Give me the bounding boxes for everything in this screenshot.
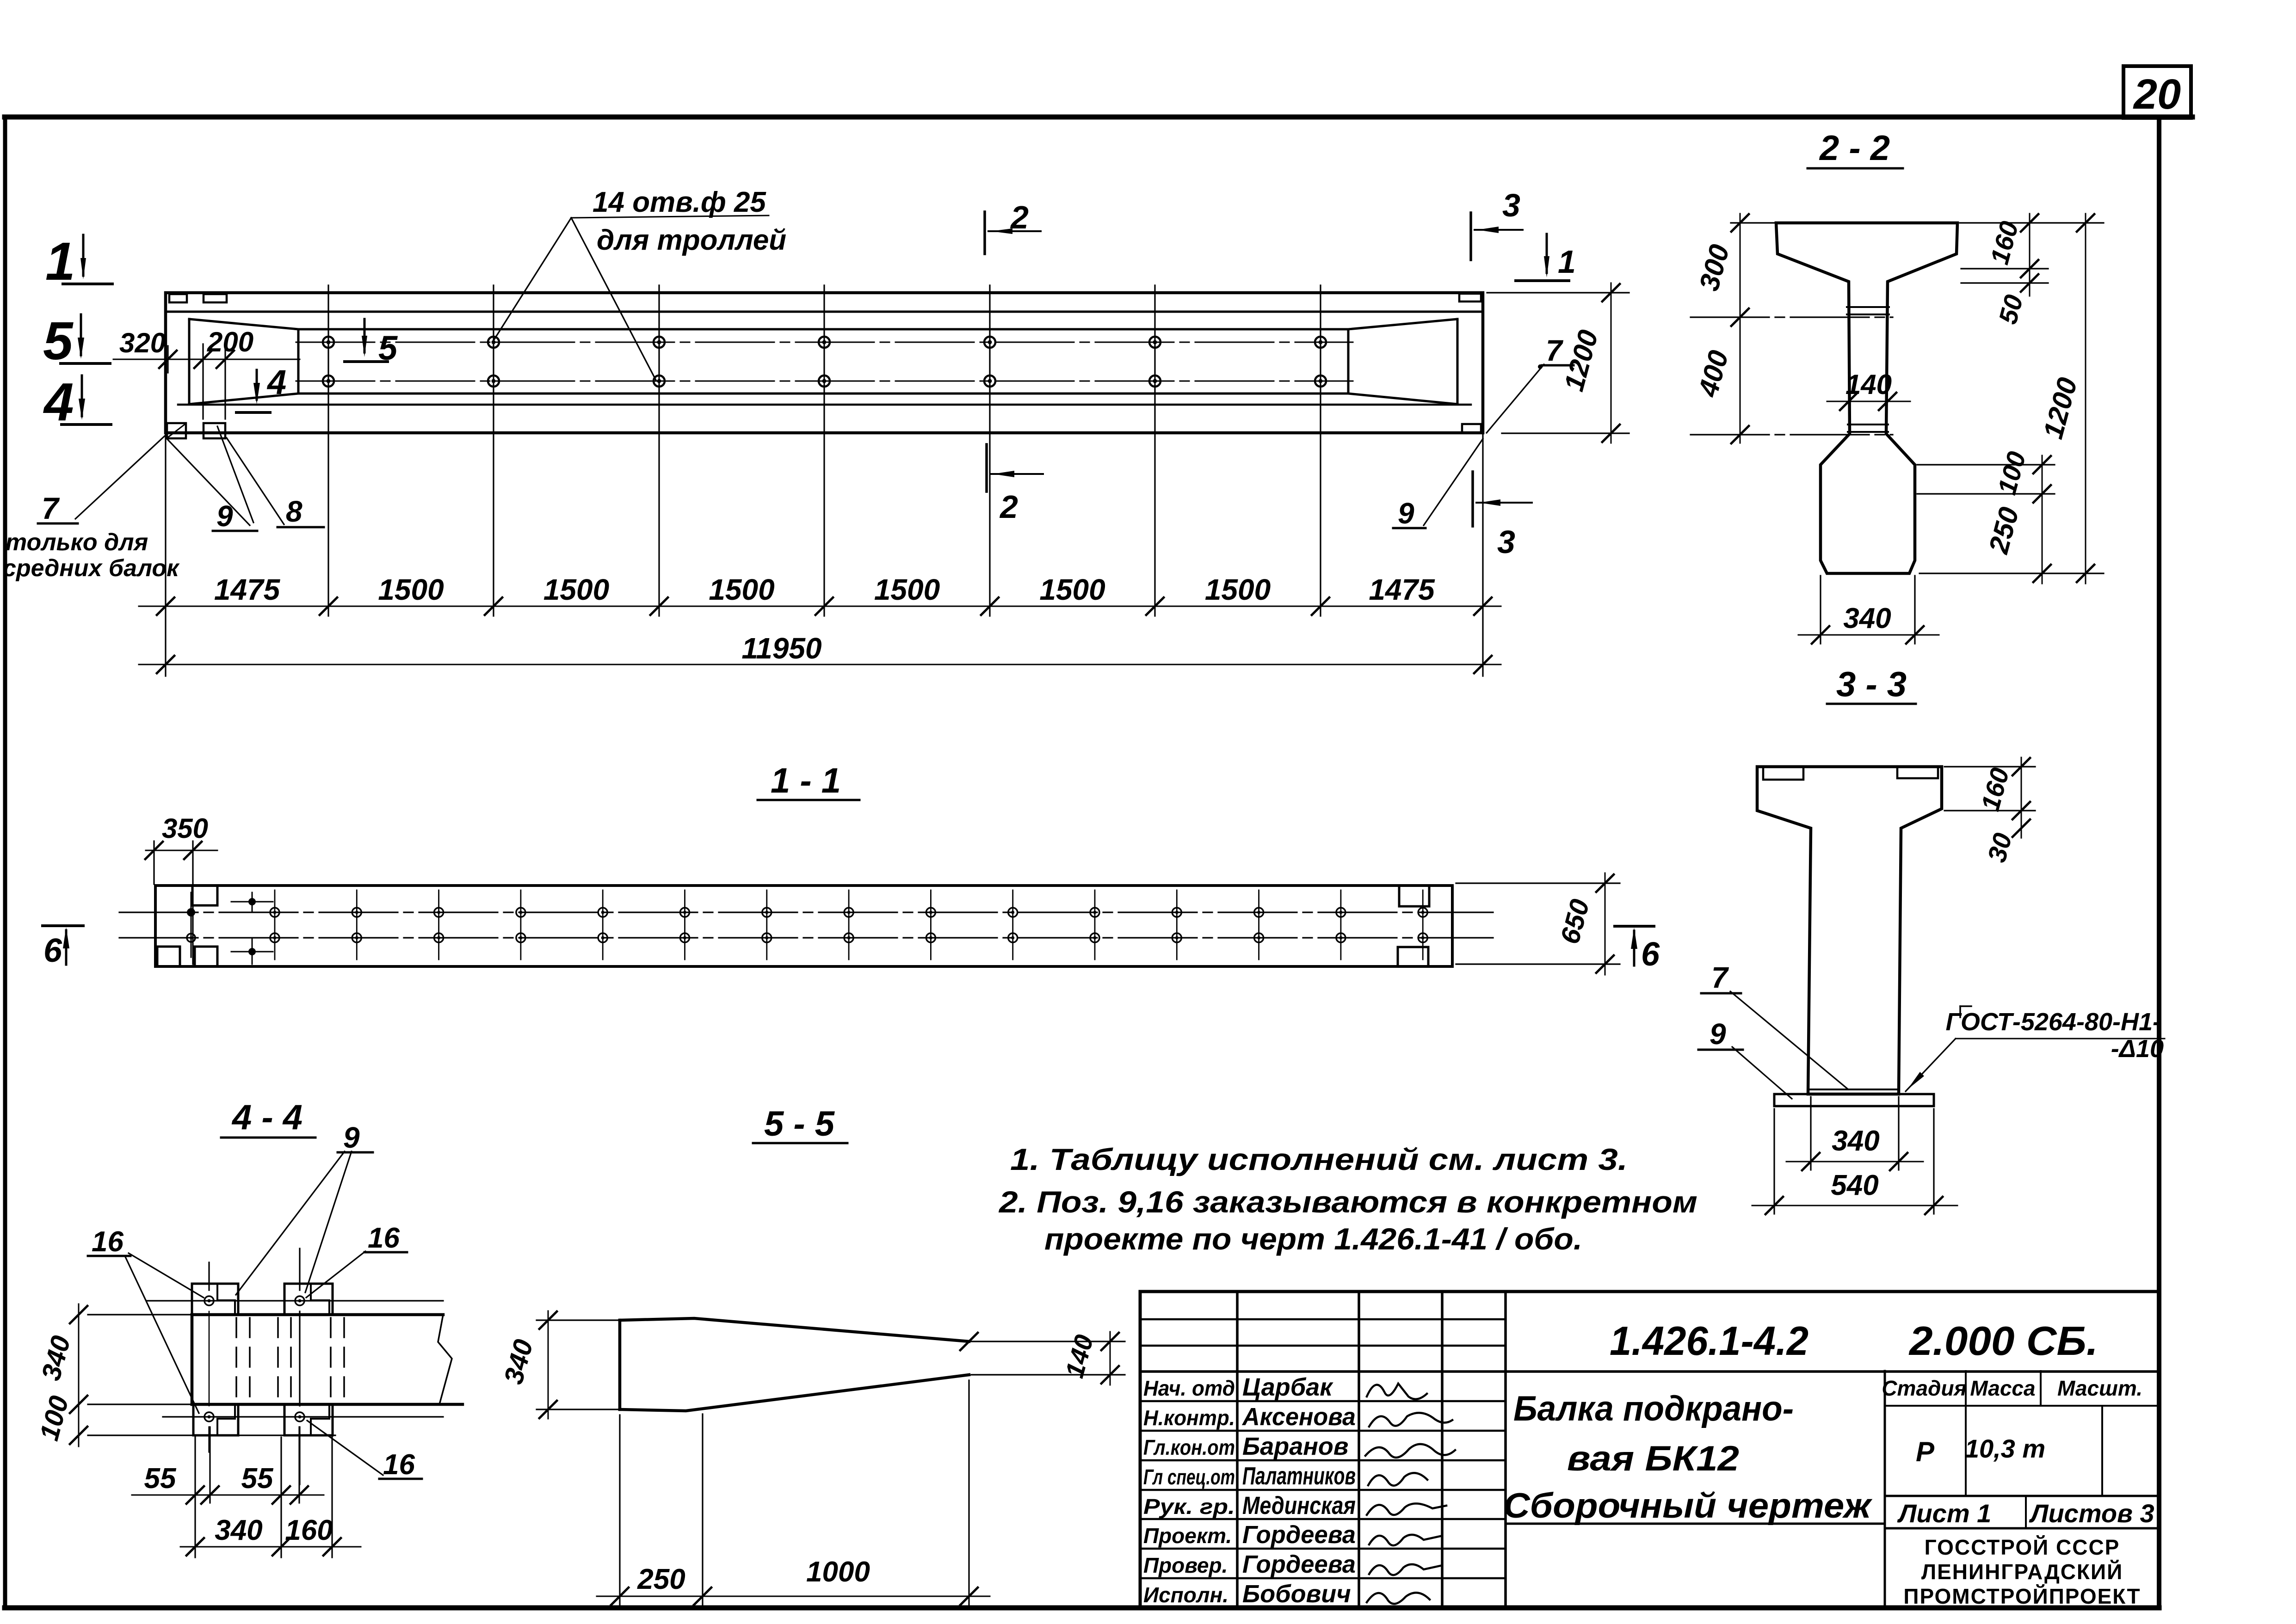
svg-text:Проект.: Проект. [1143, 1524, 1232, 1548]
svg-text:проекте по черт 1.426.1-41 / о: проекте по черт 1.426.1-41 / обо. [1044, 1222, 1582, 1256]
svg-text:Сборочный чертеж: Сборочный чертеж [1503, 1486, 1873, 1526]
svg-text:16: 16 [383, 1449, 415, 1481]
svg-text:4: 4 [43, 372, 74, 432]
svg-text:160: 160 [285, 1514, 333, 1546]
svg-text:1000: 1000 [806, 1556, 870, 1588]
svg-text:2: 2 [999, 489, 1018, 525]
svg-text:Рук. гр.: Рук. гр. [1143, 1495, 1235, 1519]
svg-text:340: 340 [1832, 1125, 1879, 1157]
svg-text:250: 250 [637, 1563, 685, 1595]
svg-text:16: 16 [92, 1226, 123, 1258]
svg-text:320: 320 [119, 327, 166, 358]
svg-text:340: 340 [215, 1514, 262, 1546]
svg-text:4: 4 [266, 363, 286, 401]
svg-text:7: 7 [1711, 961, 1729, 994]
svg-text:350: 350 [162, 813, 208, 844]
svg-text:Исполн.: Исполн. [1143, 1583, 1228, 1607]
svg-text:5: 5 [378, 329, 398, 367]
svg-text:200: 200 [207, 326, 253, 357]
svg-text:140: 140 [1845, 369, 1892, 400]
svg-text:Стадия: Стадия [1882, 1376, 1966, 1400]
svg-text:Царбак: Царбак [1242, 1373, 1333, 1401]
svg-text:1475: 1475 [1369, 573, 1435, 606]
svg-text:7: 7 [1546, 334, 1564, 367]
svg-text:1500: 1500 [1205, 573, 1271, 606]
svg-text:5 - 5: 5 - 5 [764, 1104, 835, 1144]
svg-text:11950: 11950 [741, 632, 821, 665]
svg-text:4 - 4: 4 - 4 [231, 1098, 302, 1137]
svg-text:Провер.: Провер. [1143, 1553, 1228, 1577]
svg-text:3: 3 [1502, 187, 1520, 223]
svg-text:1475: 1475 [214, 573, 281, 606]
svg-text:340: 340 [1843, 603, 1891, 634]
svg-text:1 - 1: 1 - 1 [771, 761, 841, 800]
svg-text:ПРОМСТРОЙПРОЕКТ: ПРОМСТРОЙПРОЕКТ [1903, 1584, 2141, 1608]
svg-text:Аксенова: Аксенова [1241, 1403, 1356, 1431]
svg-text:9: 9 [1398, 497, 1414, 530]
svg-text:Гордеева: Гордеева [1242, 1550, 1356, 1578]
svg-text:8: 8 [286, 495, 302, 528]
svg-text:ГОСТ-5264-80-Н1-: ГОСТ-5264-80-Н1- [1945, 1008, 2161, 1036]
svg-text:9: 9 [343, 1121, 360, 1154]
svg-text:55: 55 [144, 1463, 177, 1495]
svg-text:55: 55 [241, 1463, 274, 1495]
svg-text:540: 540 [1831, 1169, 1878, 1201]
svg-text:Масшт.: Масшт. [2057, 1376, 2142, 1400]
svg-text:14 отв.ф 25: 14 отв.ф 25 [593, 186, 766, 218]
svg-text:средних балок: средних балок [3, 555, 180, 582]
svg-text:7: 7 [42, 491, 60, 525]
svg-text:Листов 3: Листов 3 [2029, 1499, 2154, 1528]
svg-text:только для: только для [6, 529, 148, 556]
svg-text:Нач. отд: Нач. отд [1143, 1376, 1235, 1400]
svg-text:Н.контр.: Н.контр. [1143, 1406, 1235, 1430]
svg-text:1500: 1500 [1039, 573, 1105, 606]
svg-text:1500: 1500 [378, 573, 444, 606]
svg-text:6: 6 [43, 932, 62, 969]
svg-text:5: 5 [43, 311, 74, 371]
svg-text:9: 9 [1710, 1017, 1726, 1051]
svg-text:Палатников: Палатников [1242, 1462, 1356, 1490]
svg-text:1: 1 [1558, 244, 1576, 280]
svg-text:Мединская: Мединская [1242, 1492, 1356, 1519]
svg-text:Р: Р [1916, 1436, 1935, 1467]
svg-text:вая БК12: вая БК12 [1567, 1439, 1739, 1478]
svg-text:1. Таблицу исполнений см. лис: 1. Таблицу исполнений см. лист 3. [1010, 1142, 1628, 1176]
svg-text:2: 2 [1010, 199, 1029, 235]
svg-text:Гл.кон.от: Гл.кон.от [1143, 1435, 1235, 1459]
svg-text:Лист 1: Лист 1 [1897, 1499, 1991, 1528]
svg-text:Баранов: Баранов [1242, 1433, 1349, 1460]
svg-text:1500: 1500 [709, 573, 774, 606]
svg-text:ЛЕНИНГРАДСКИЙ: ЛЕНИНГРАДСКИЙ [1921, 1560, 2123, 1584]
svg-text:20: 20 [2133, 71, 2181, 118]
svg-text:1.426.1-4.2: 1.426.1-4.2 [1610, 1318, 1808, 1364]
svg-text:Гордеева: Гордеева [1242, 1521, 1356, 1549]
svg-text:Бобович: Бобович [1242, 1580, 1351, 1608]
svg-text:2 - 2: 2 - 2 [1819, 129, 1890, 168]
svg-text:3: 3 [1497, 524, 1515, 560]
svg-text:3 - 3: 3 - 3 [1836, 665, 1907, 704]
svg-text:Балка подкрано-: Балка подкрано- [1513, 1389, 1794, 1428]
svg-text:Масса: Масса [1970, 1376, 2035, 1400]
svg-text:ГОССТРОЙ СССР: ГОССТРОЙ СССР [1925, 1535, 2120, 1559]
svg-text:1500: 1500 [543, 573, 609, 606]
svg-text:2. Поз. 9,16 заказываются в ко: 2. Поз. 9,16 заказываются в конкретном [998, 1185, 1697, 1219]
svg-text:-Δ10: -Δ10 [2111, 1035, 2164, 1063]
svg-text:для троллей: для троллей [597, 224, 786, 256]
svg-text:Гл спец.от: Гл спец.от [1143, 1465, 1235, 1489]
svg-text:10,3 т: 10,3 т [1965, 1434, 2045, 1463]
svg-text:1500: 1500 [874, 573, 940, 606]
svg-text:2.000 СБ.: 2.000 СБ. [1908, 1318, 2098, 1364]
svg-text:1: 1 [45, 231, 75, 291]
svg-text:16: 16 [368, 1222, 400, 1254]
svg-text:6: 6 [1641, 936, 1660, 973]
